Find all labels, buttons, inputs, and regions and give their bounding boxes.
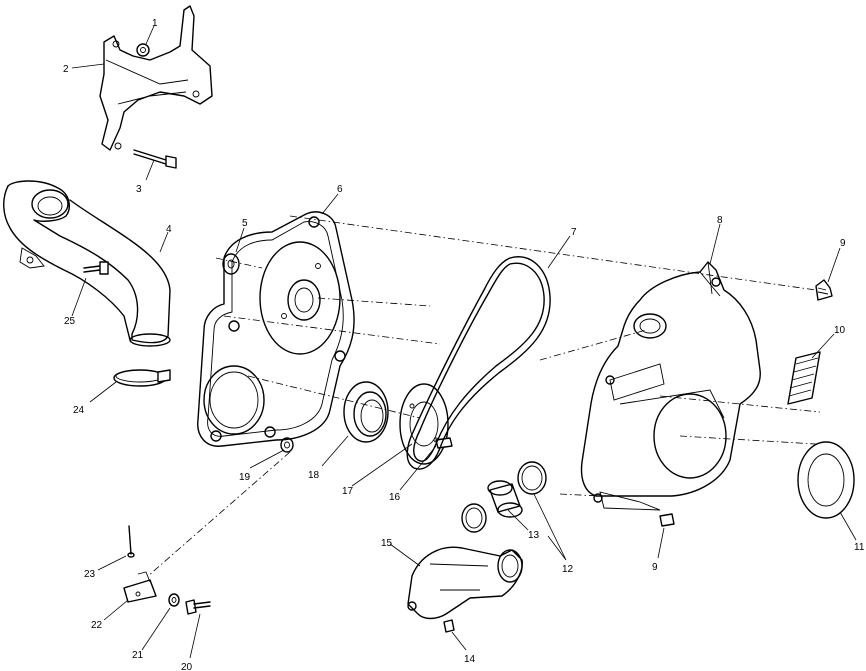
- part-inner-cover: [197, 211, 355, 447]
- part-hose-clamp: [113, 369, 171, 387]
- part-plate-screw: [435, 437, 453, 449]
- part-mounting-bracket: [99, 5, 213, 151]
- part-small-washer: [280, 437, 294, 453]
- part-outlet-duct: [407, 546, 523, 620]
- callout-18: 18: [308, 470, 320, 481]
- callout-20: 20: [181, 662, 193, 671]
- callout-11: 11: [854, 542, 865, 553]
- part-nut: [136, 43, 150, 57]
- leader-lines: [71, 25, 857, 659]
- callout-24: 24: [73, 405, 85, 416]
- callout-23: 23: [84, 569, 96, 580]
- assembly-lines: [147, 215, 821, 577]
- callout-14: 14: [464, 654, 476, 665]
- callout-5: 5: [242, 218, 248, 229]
- callout-9-top: 9: [840, 238, 846, 249]
- part-bracket-bolt: [133, 149, 177, 169]
- part-cover-gasket: [797, 441, 855, 519]
- callout-21: 21: [132, 650, 144, 661]
- callout-1: 1: [152, 18, 158, 29]
- part-bushing: [487, 480, 523, 518]
- part-cover-screw-top: [815, 279, 833, 301]
- part-hardware-bolt: [185, 599, 211, 615]
- callout-labels: 1 2 3 4 5 6 7 8 9 10 11 12 13 14 15 16 1…: [63, 18, 865, 671]
- part-drive-belt: [406, 256, 551, 470]
- part-seal-left: [343, 381, 389, 443]
- callout-9-bottom: 9: [652, 562, 658, 573]
- part-small-bracket: [123, 571, 157, 603]
- part-cover-screw-bottom: [659, 513, 675, 527]
- callout-22: 22: [91, 620, 103, 631]
- part-intake-duct: [3, 180, 171, 347]
- callout-13: 13: [528, 530, 540, 541]
- callout-15: 15: [381, 538, 393, 549]
- callout-2: 2: [63, 64, 69, 75]
- part-hardware-washer: [168, 593, 180, 607]
- part-washer: [222, 253, 240, 275]
- callout-19: 19: [239, 472, 251, 483]
- callout-3: 3: [136, 184, 142, 195]
- callout-4: 4: [166, 224, 172, 235]
- part-clamp-ring-upper: [517, 461, 547, 495]
- part-outer-cover: [580, 261, 761, 511]
- callout-10: 10: [834, 325, 846, 336]
- callout-8: 8: [717, 215, 723, 226]
- part-clamp-ring-lower: [461, 503, 487, 533]
- callout-12: 12: [562, 564, 574, 575]
- part-pin: [127, 525, 135, 558]
- callout-17: 17: [342, 486, 354, 497]
- callout-25: 25: [64, 316, 76, 327]
- part-outlet-screw: [443, 619, 455, 633]
- callout-16: 16: [389, 492, 401, 503]
- callout-6: 6: [337, 184, 343, 195]
- part-duct-screw: [83, 261, 109, 275]
- callout-7: 7: [571, 227, 577, 238]
- part-decal: [787, 351, 821, 405]
